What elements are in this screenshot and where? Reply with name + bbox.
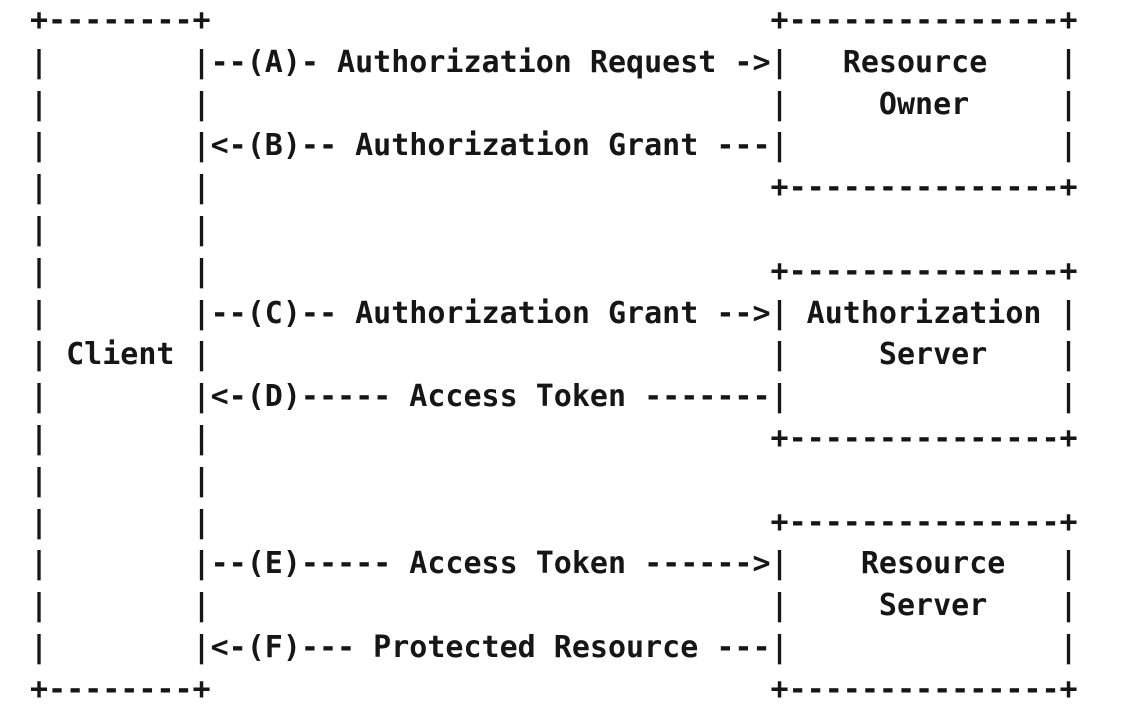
ascii-line: +--------+ +---------------+ xyxy=(30,671,1078,707)
ascii-line: | | +---------------+ xyxy=(30,504,1078,540)
ascii-line: | |<-(B)-- Authorization Grant ---| | xyxy=(30,128,1078,164)
ascii-line: | |--(A)- Authorization Request ->| Reso… xyxy=(30,44,1078,80)
ascii-line: | |--(C)-- Authorization Grant -->| Auth… xyxy=(30,295,1078,331)
ascii-line: | | | Server | xyxy=(30,588,1078,624)
ascii-line: | | +---------------+ xyxy=(30,170,1078,206)
ascii-line: | | +---------------+ xyxy=(30,253,1078,289)
ascii-line: | | | Owner | xyxy=(30,86,1078,122)
ascii-line: | |<-(F)--- Protected Resource ---| | xyxy=(30,629,1078,665)
ascii-line: | Client | | Server | xyxy=(30,337,1078,373)
ascii-line: | |--(E)----- Access Token ------>| Reso… xyxy=(30,546,1078,582)
ascii-line: | | xyxy=(30,462,211,498)
ascii-line: +--------+ +---------------+ xyxy=(30,3,1078,38)
ascii-line: | | xyxy=(30,211,211,247)
ascii-line: | |<-(D)----- Access Token -------| | xyxy=(30,379,1078,415)
ascii-line: | | +---------------+ xyxy=(30,420,1078,456)
ascii-diagram: +--------+ +---------------+ | |--(A)- Au… xyxy=(30,0,1148,711)
